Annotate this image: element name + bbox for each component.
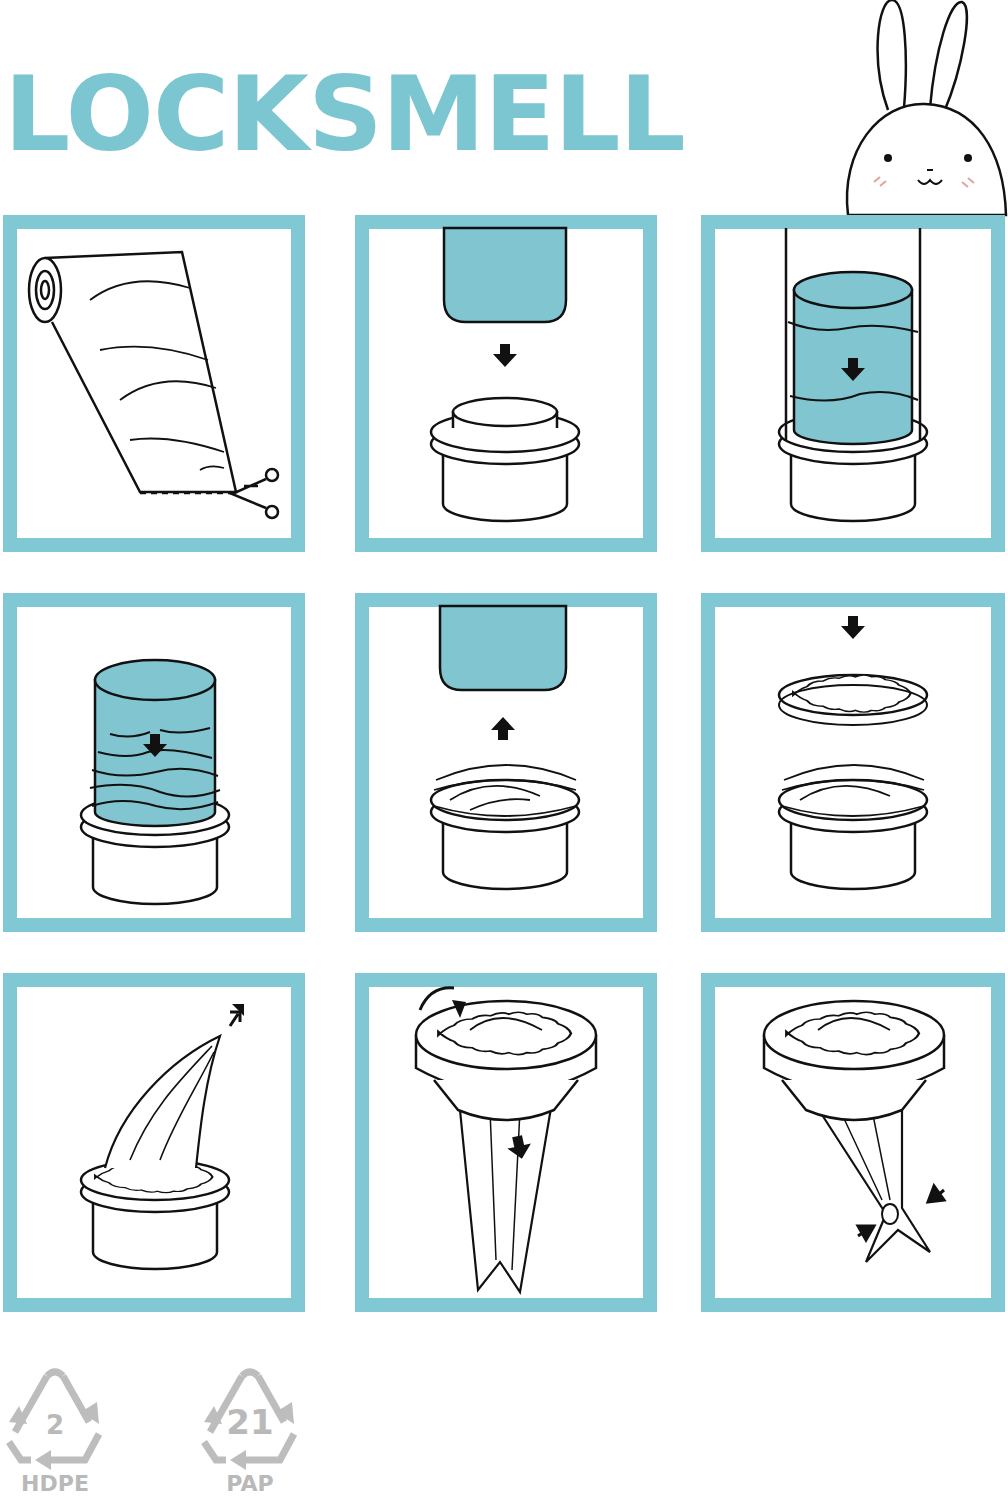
brand-title: LOCKSMELL bbox=[4, 62, 685, 166]
resin-code: 2 bbox=[46, 1412, 64, 1438]
material-code: PAP bbox=[226, 1473, 273, 1495]
resin-code: 21 bbox=[226, 1405, 273, 1439]
material-code: HDPE bbox=[21, 1473, 89, 1495]
